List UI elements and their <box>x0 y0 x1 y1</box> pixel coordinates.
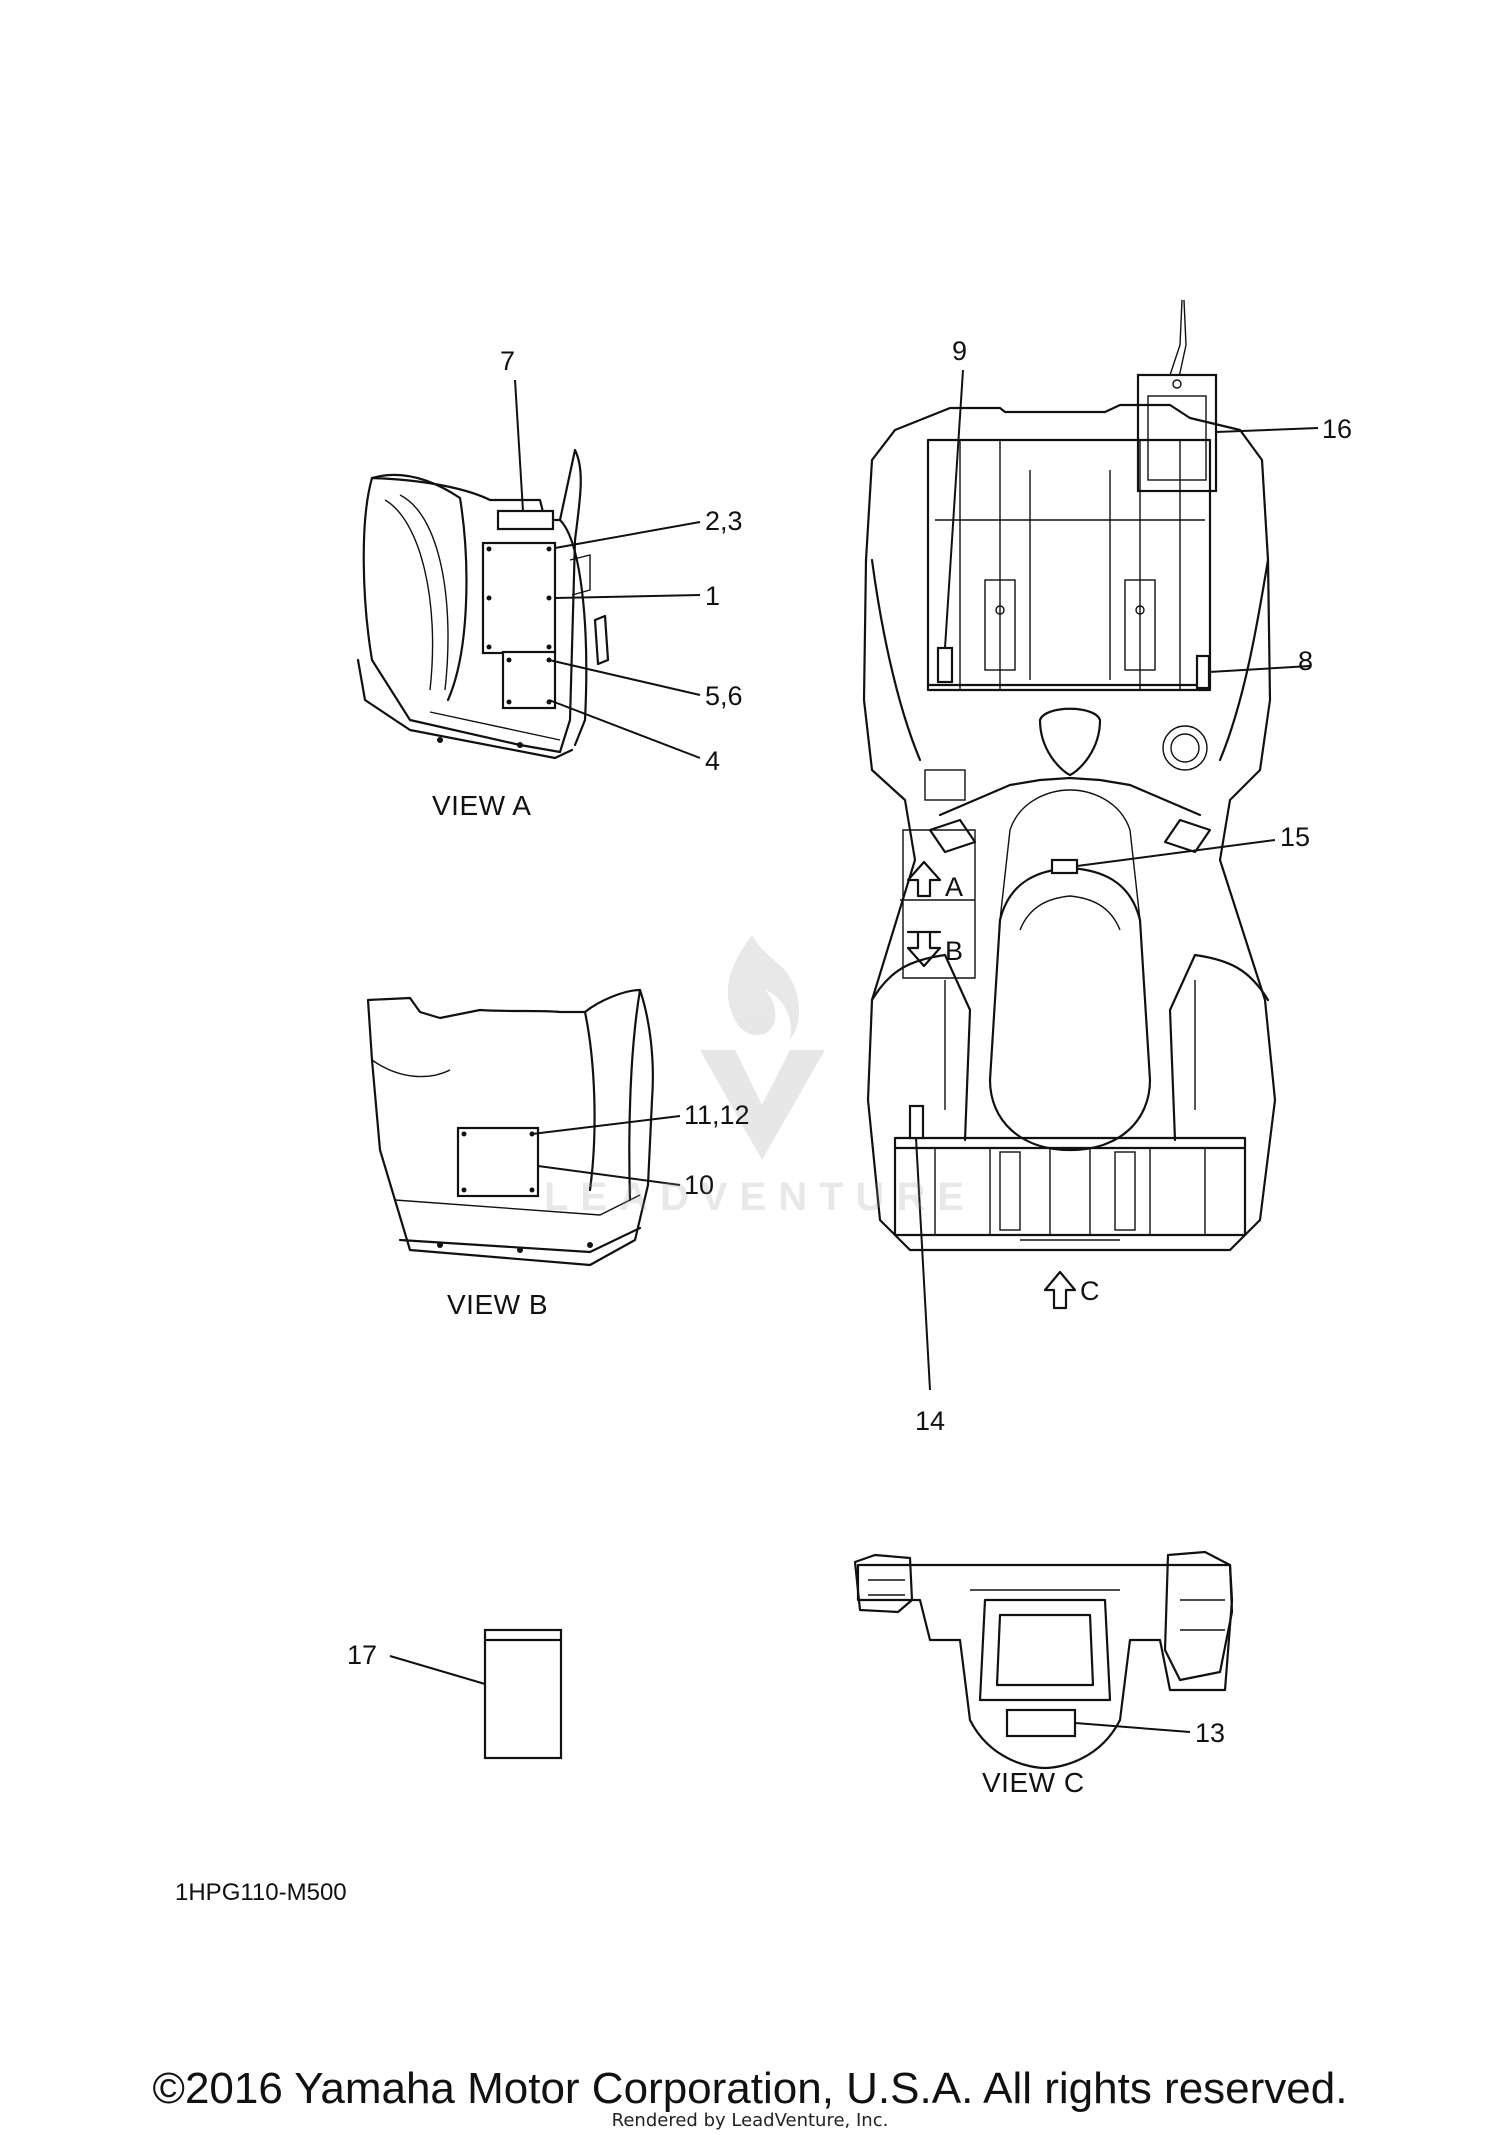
view-b-label: VIEW B <box>447 1289 548 1320</box>
view-c-arrow-letter: C <box>1080 1276 1100 1306</box>
copyright-notice: ©2016 Yamaha Motor Corporation, U.S.A. A… <box>152 2064 1348 2113</box>
label-17-booklet <box>483 1628 563 1760</box>
rendered-by-credit: Rendered by LeadVenture, Inc. <box>611 2110 889 2131</box>
view-c-rear-drawing <box>853 1550 1234 1770</box>
label-17-booklet-drawing <box>389 1628 563 1760</box>
callout-16: 16 <box>1322 414 1352 444</box>
label-1-warning <box>481 541 557 655</box>
view-b-arrow-letter: B <box>945 936 963 966</box>
callout-2-3: 2,3 <box>705 506 743 536</box>
view-a-arrow-icon <box>906 860 942 898</box>
callout-17: 17 <box>347 1640 377 1670</box>
view-a-label: VIEW A <box>432 790 531 821</box>
view-c-label: VIEW C <box>982 1767 1085 1798</box>
callout-7: 7 <box>500 346 515 376</box>
view-c-arrow-icon <box>1043 1270 1077 1310</box>
callout-4: 4 <box>705 746 720 776</box>
view-a-fender-drawing <box>356 379 701 760</box>
label-10-decal <box>456 1126 540 1198</box>
hang-tag-drawing <box>1136 299 1319 493</box>
label-16-tag <box>1136 373 1218 493</box>
label-15-decal <box>1050 858 1079 875</box>
label-7-decal <box>496 509 555 531</box>
diagram-code: 1HPG110-M500 <box>175 1879 347 1906</box>
callout-8: 8 <box>1298 646 1313 676</box>
callout-14: 14 <box>915 1406 945 1436</box>
atv-top-view-drawing <box>862 369 1311 1391</box>
label-9-decal <box>936 646 954 684</box>
callout-15: 15 <box>1280 822 1310 852</box>
label-4-decal <box>501 650 557 710</box>
callout-1: 1 <box>705 581 720 611</box>
label-13-decal <box>1005 1708 1077 1738</box>
view-b-fender-drawing <box>366 988 681 1267</box>
callout-13: 13 <box>1195 1718 1225 1748</box>
label-14-decal <box>908 1104 925 1140</box>
view-b-arrow-icon <box>906 930 942 968</box>
callout-10: 10 <box>684 1170 714 1200</box>
callout-9: 9 <box>952 336 967 366</box>
callout-5-6: 5,6 <box>705 681 743 711</box>
label-8-decal <box>1195 654 1211 690</box>
view-a-arrow-letter: A <box>945 872 963 902</box>
callout-11-12: 11,12 <box>684 1100 750 1130</box>
